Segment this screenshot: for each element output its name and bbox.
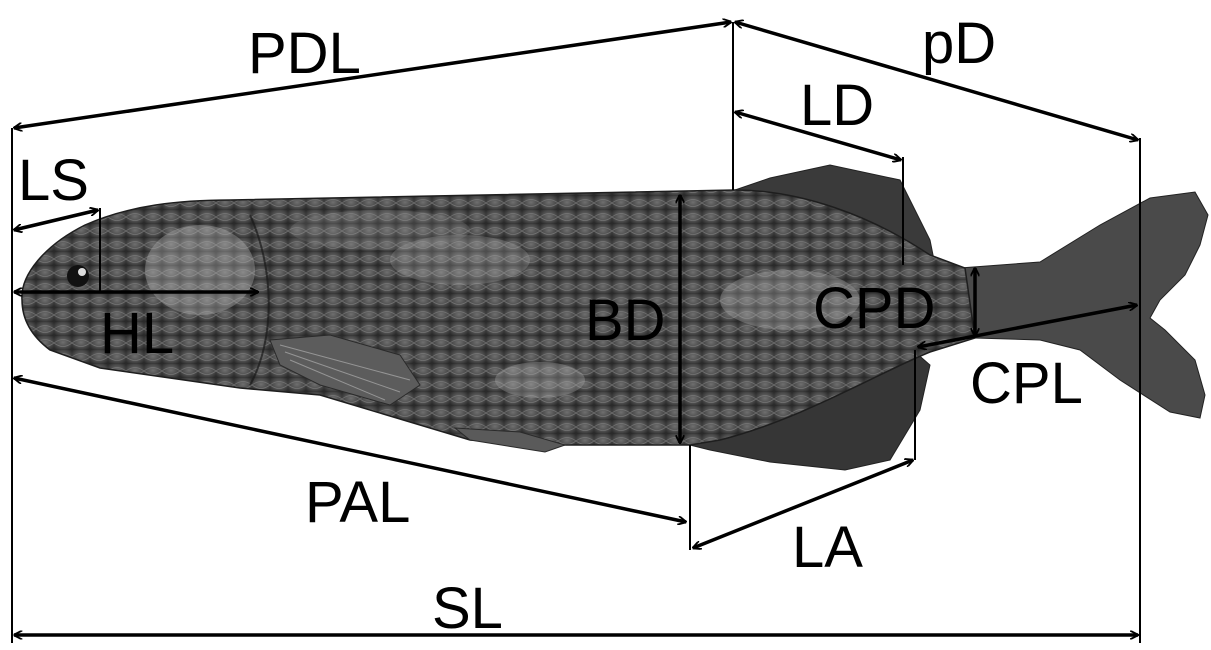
label-sl: SL	[432, 576, 503, 641]
label-ld: LD	[800, 73, 874, 138]
label-pdl: PDL	[248, 21, 361, 86]
label-pal: PAL	[305, 470, 410, 535]
label-cpl: CPL	[970, 351, 1083, 416]
label-bd: BD	[585, 288, 666, 353]
label-ls: LS	[18, 148, 89, 213]
fish-eye	[67, 265, 89, 287]
pdl-arrow	[14, 22, 731, 128]
label-pd: pD	[922, 11, 996, 76]
label-la: LA	[792, 515, 863, 580]
label-hl: HL	[100, 301, 174, 366]
label-cpd: CPD	[813, 276, 935, 341]
